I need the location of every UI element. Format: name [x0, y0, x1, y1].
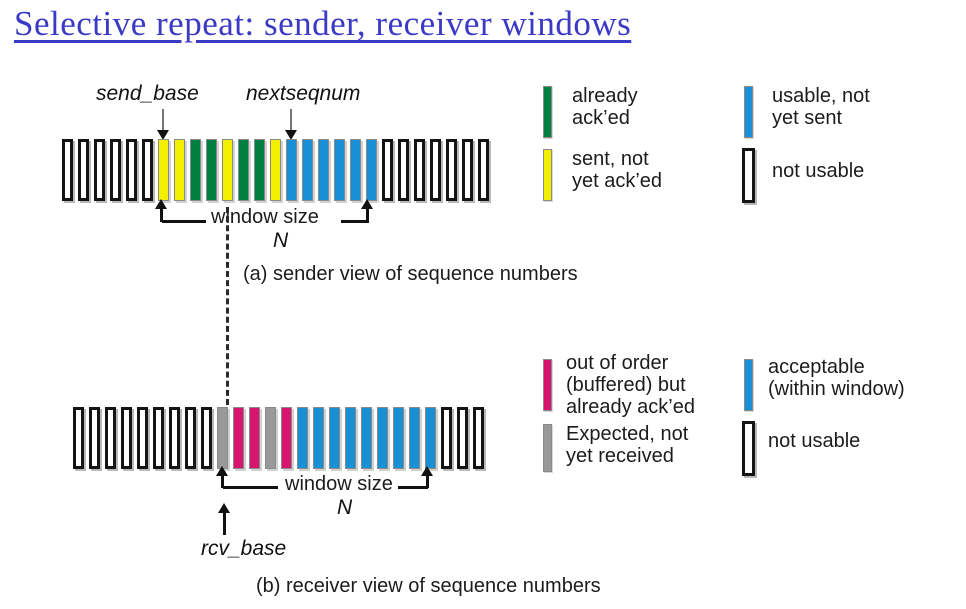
legend-swatch-usable: [744, 86, 753, 138]
seq-bar-sent-not-acked: [222, 139, 233, 201]
seq-bar-acceptable: [297, 407, 308, 469]
receiver-caption: (b) receiver view of sequence numbers: [256, 575, 601, 597]
legend-label-usable: usable, not yet sent: [772, 85, 870, 129]
seq-bar-acceptable: [377, 407, 388, 469]
legend-swatch-not-usable: [742, 421, 755, 476]
seq-bar-acceptable: [361, 407, 372, 469]
seq-bar-not-usable: [73, 407, 84, 469]
seq-bar-not-usable: [478, 139, 489, 201]
seq-bar-not-usable: [126, 139, 137, 201]
legend-label-sent-not-acked: sent, not yet ack’ed: [572, 148, 663, 192]
seq-bar-acceptable: [313, 407, 324, 469]
legend-label-already-acked: already ack’ed: [572, 85, 638, 129]
seq-bar-not-usable: [398, 139, 409, 201]
seq-bar-not-usable: [105, 407, 116, 469]
seq-bar-not-usable: [89, 407, 100, 469]
page-title: Selective repeat: sender, receiver windo…: [14, 4, 632, 43]
seq-bar-acceptable: [393, 407, 404, 469]
legend-label-buffered: out of order (buffered) but already ack’…: [566, 352, 695, 418]
seq-bar-not-usable: [446, 139, 457, 201]
seq-bar-acceptable: [425, 407, 436, 469]
seq-bar-not-usable: [441, 407, 452, 469]
seq-bar-usable: [318, 139, 329, 201]
seq-bar-acceptable: [329, 407, 340, 469]
seq-bar-usable: [286, 139, 297, 201]
seq-bar-not-usable: [137, 407, 148, 469]
arrow-down-icon: [157, 130, 169, 140]
seq-bar-not-usable: [153, 407, 164, 469]
legend-label-not-usable: not usable: [768, 430, 861, 452]
seq-bar-usable: [334, 139, 345, 201]
seq-bar-not-usable: [62, 139, 73, 201]
seq-bar-acked: [190, 139, 201, 201]
seq-bar-not-usable: [473, 407, 484, 469]
alignment-dashed-line: [226, 207, 229, 405]
arrow-up-icon: [218, 503, 230, 513]
seq-bar-not-usable: [414, 139, 425, 201]
seq-bar-not-usable: [185, 407, 196, 469]
rcv-base-label: rcv_base: [201, 537, 287, 560]
legend-swatch-not-usable: [742, 148, 755, 203]
receiver-window-size-label: window size: [285, 473, 393, 495]
send-base-label: send_base: [96, 82, 199, 105]
seq-bar-sent-not-acked: [174, 139, 185, 201]
seq-bar-not-usable: [121, 407, 132, 469]
seq-bar-not-usable: [169, 407, 180, 469]
legend-swatch-sent-not-acked: [543, 149, 552, 201]
seq-bar-buffered: [249, 407, 260, 469]
legend-label-acceptable: acceptable (within window): [768, 356, 905, 400]
seq-bar-buffered: [233, 407, 244, 469]
seq-bar-not-usable: [382, 139, 393, 201]
arrow-up-icon: [421, 466, 433, 476]
receiver-window-n-label: N: [337, 496, 353, 519]
arrow-up-icon: [361, 199, 373, 209]
seq-bar-acked: [254, 139, 265, 201]
seq-bar-acked: [206, 139, 217, 201]
legend-swatch-buffered: [543, 359, 552, 411]
seq-bar-sent-not-acked: [270, 139, 281, 201]
legend-swatch-already-acked: [543, 86, 552, 138]
nextseqnum-label: nextseqnum: [246, 82, 361, 105]
seq-bar-not-usable: [78, 139, 89, 201]
seq-bar-not-usable: [110, 139, 121, 201]
seq-bar-acked: [238, 139, 249, 201]
seq-bar-not-usable: [462, 139, 473, 201]
legend-label-not-usable: not usable: [772, 160, 865, 182]
sender-window-size-label: window size: [211, 206, 319, 228]
arrow-up-icon: [155, 199, 167, 209]
seq-bar-acceptable: [345, 407, 356, 469]
seq-bar-usable: [350, 139, 361, 201]
seq-bar-not-usable: [457, 407, 468, 469]
legend-swatch-acceptable: [744, 359, 753, 411]
receiver-sequence-bars: [73, 407, 484, 469]
seq-bar-acceptable: [409, 407, 420, 469]
seq-bar-not-usable: [94, 139, 105, 201]
sender-sequence-bars: [62, 139, 489, 201]
seq-bar-not-usable: [142, 139, 153, 201]
seq-bar-buffered: [281, 407, 292, 469]
seq-bar-expected: [217, 407, 228, 469]
arrow-up-icon: [216, 466, 228, 476]
legend-swatch-expected: [543, 424, 552, 472]
seq-bar-not-usable: [430, 139, 441, 201]
legend-label-expected: Expected, not yet received: [566, 423, 689, 467]
seq-bar-sent-not-acked: [158, 139, 169, 201]
sender-window-n-label: N: [273, 229, 289, 252]
seq-bar-expected: [265, 407, 276, 469]
sender-caption: (a) sender view of sequence numbers: [243, 263, 578, 285]
seq-bar-usable: [302, 139, 313, 201]
seq-bar-not-usable: [201, 407, 212, 469]
seq-bar-usable: [366, 139, 377, 201]
arrow-down-icon: [285, 130, 297, 140]
